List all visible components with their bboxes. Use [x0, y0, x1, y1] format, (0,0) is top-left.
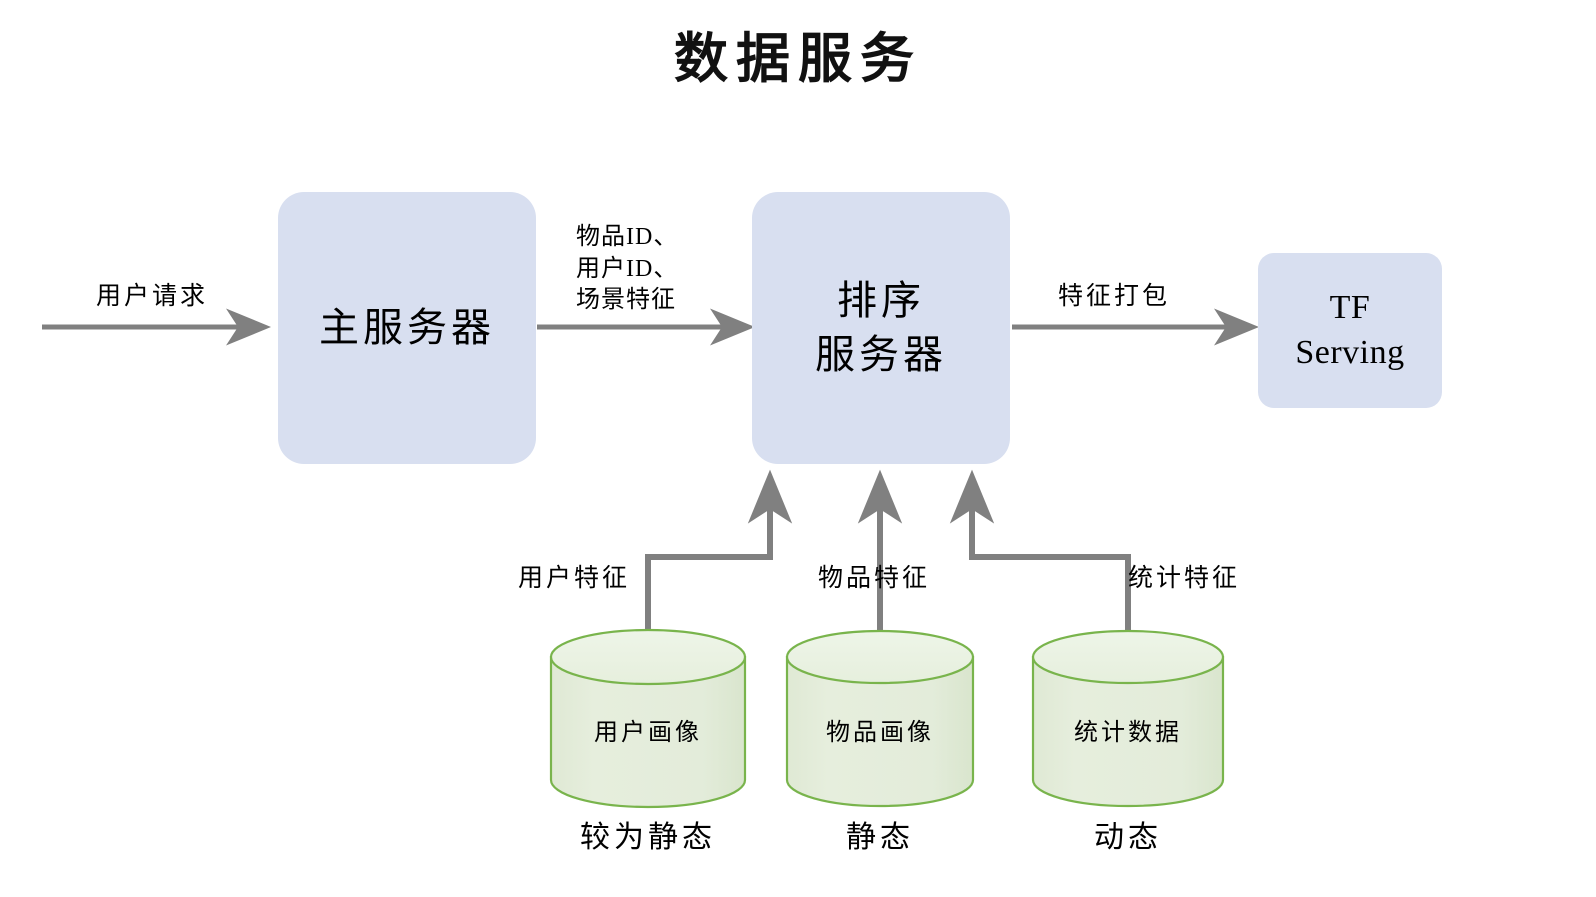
datastore-item-profile-label: 物品画像 — [826, 720, 934, 746]
node-tf-serving[interactable]: TF Serving — [1258, 253, 1442, 408]
edge-label-user-feature: 用户特征 — [518, 565, 631, 592]
edge-label-user-request: 用户请求 — [96, 283, 209, 310]
node-main-server-label: 主服务器 — [319, 305, 495, 350]
cylinder-item-profile — [785, 629, 975, 808]
page-title: 数据服务 — [674, 29, 922, 89]
edge-label-feature-pack: 特征打包 — [1058, 283, 1171, 310]
datastore-item-profile-caption: 静态 — [846, 821, 914, 854]
datastore-stats-data-label: 统计数据 — [1074, 720, 1182, 746]
arrow-stat-feature — [949, 469, 1131, 645]
datastore-user-profile-caption: 较为静态 — [580, 821, 716, 854]
cylinder-stats-data — [1031, 629, 1225, 808]
node-tf-serving-label: TF Serving — [1295, 289, 1405, 371]
node-ranking-server[interactable]: 排序 服务器 — [752, 192, 1010, 464]
node-main-server[interactable]: 主服务器 — [278, 192, 536, 464]
edge-label-ids-features: 物品ID、 用户ID、 场景特征 — [576, 224, 679, 314]
edge-label-item-feature: 物品特征 — [818, 565, 931, 592]
arrow-user-feature — [645, 469, 793, 645]
cylinder-user-profile — [549, 628, 747, 809]
node-ranking-server-label: 排序 服务器 — [815, 278, 947, 377]
edge-label-stat-feature: 统计特征 — [1128, 565, 1241, 592]
datastore-stats-data-caption: 动态 — [1094, 821, 1162, 854]
datastore-user-profile-label: 用户画像 — [594, 720, 702, 746]
